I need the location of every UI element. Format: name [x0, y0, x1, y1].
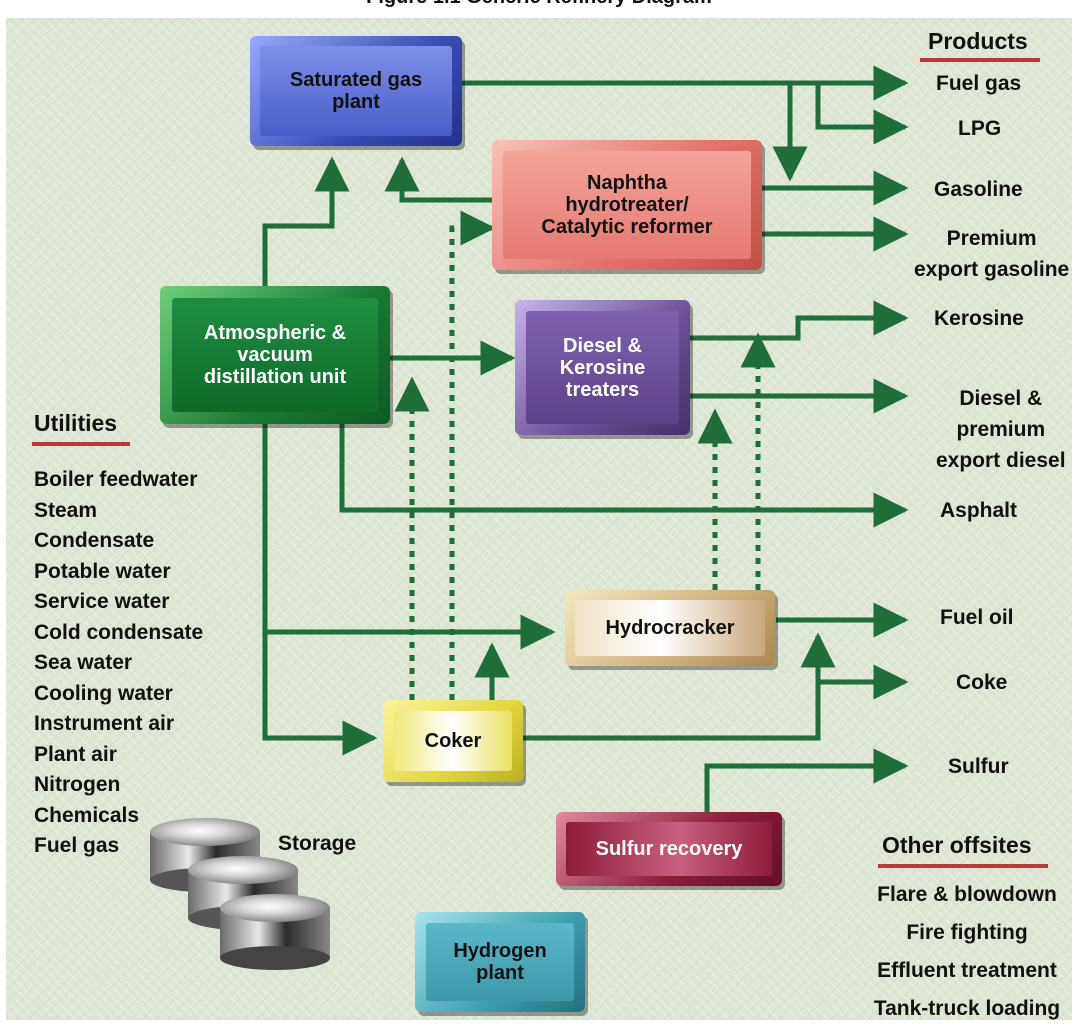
product-diesel-premium-export-diesel: Diesel & premium export diesel [936, 387, 1066, 472]
coker-box: Coker [383, 700, 523, 782]
utility-item: Instrument air [34, 712, 175, 735]
other-offsites-header: Other offsites [882, 832, 1032, 858]
utilities-list: Boiler feedwater Steam Condensate Potabl… [34, 465, 203, 862]
tank-3 [220, 894, 330, 970]
utility-item: Chemicals [34, 803, 140, 827]
utility-item: Potable water [34, 559, 171, 583]
flow-atm-to-satgas [262, 156, 350, 286]
utility-item: Fuel gas [34, 834, 120, 857]
utility-item: Cooling water [34, 681, 173, 705]
product-fuel-oil: Fuel oil [940, 606, 1014, 629]
hydrogen-plant-box: Hydrogen plant [415, 912, 585, 1012]
storage-tanks [150, 818, 330, 970]
utility-item: Plant air [34, 742, 117, 766]
storage-label: Storage [278, 832, 357, 855]
product-asphalt: Asphalt [940, 499, 1018, 522]
utility-item: Condensate [34, 529, 155, 552]
saturated-gas-plant-box: Saturated gas plant [250, 36, 462, 146]
products-rule [920, 58, 1040, 62]
utility-item: Sea water [34, 651, 133, 674]
product-gasoline: Gasoline [934, 178, 1023, 201]
utility-item: Nitrogen [34, 773, 121, 796]
products-header: Products [928, 28, 1028, 54]
hydrocracker-box: Hydrocracker [565, 590, 775, 666]
flow-atm-trunk [262, 424, 378, 756]
product-lpg: LPG [958, 117, 1002, 140]
utilities-rule [32, 442, 130, 446]
offsite-item: Flare & blowdown [877, 883, 1057, 906]
sulfur-recovery-box: Sulfur recovery [556, 812, 782, 886]
coker-label: Coker [424, 730, 482, 752]
offsite-item: Fire fighting [906, 921, 1028, 944]
figure-title: Figure 1.1 Generic Refinery Diagram [0, 0, 1078, 9]
flow-atm-asphalt [339, 424, 909, 528]
flow-diesel-kerosine [690, 300, 909, 341]
flow-to-lpg [815, 83, 909, 145]
diesel-kerosine-label: Diesel & Kerosine treaters [559, 334, 646, 401]
other-offsites-list: Flare & blowdown Fire fighting Effluent … [862, 876, 1072, 1028]
flow-naphtha-to-satgas [384, 156, 497, 203]
offsite-item: Tank-truck loading [873, 997, 1061, 1020]
product-fuel-gas: Fuel gas [936, 72, 1022, 95]
hydrocracker-label: Hydrocracker [605, 617, 735, 639]
utility-item: Cold condensate [34, 620, 204, 644]
atmospheric-vacuum-label: Atmospheric & vacuum distillation unit [203, 322, 347, 388]
product-coke: Coke [956, 671, 1008, 694]
sulfur-recovery-label: Sulfur recovery [595, 838, 743, 860]
product-premium-export-gasoline: Premium export gasoline [914, 227, 1070, 281]
product-kerosine: Kerosine [934, 307, 1024, 330]
saturated-gas-plant-label: Saturated gas plant [289, 69, 423, 113]
utility-item: Service water [34, 590, 170, 613]
flow-coker-right [522, 632, 836, 741]
offsite-item: Effluent treatment [877, 959, 1057, 982]
utility-item: Boiler feedwater [34, 468, 198, 491]
dashed-coker-to-naphtha [449, 210, 496, 700]
naphtha-hydrotreater-label: Naphtha hydrotreater/ Catalytic reformer [541, 172, 713, 238]
hydrogen-plant-label: Hydrogen plant [453, 940, 547, 984]
naphtha-hydrotreater-box: Naphtha hydrotreater/ Catalytic reformer [492, 140, 762, 270]
other-offsites-rule [878, 864, 1048, 868]
flow-sulfur [704, 748, 909, 812]
utility-item: Steam [34, 498, 98, 522]
atmospheric-vacuum-box: Atmospheric & vacuum distillation unit [160, 286, 390, 424]
product-sulfur: Sulfur [948, 755, 1009, 778]
utilities-header: Utilities [34, 410, 118, 436]
diesel-kerosine-box: Diesel & Kerosine treaters [515, 300, 690, 435]
